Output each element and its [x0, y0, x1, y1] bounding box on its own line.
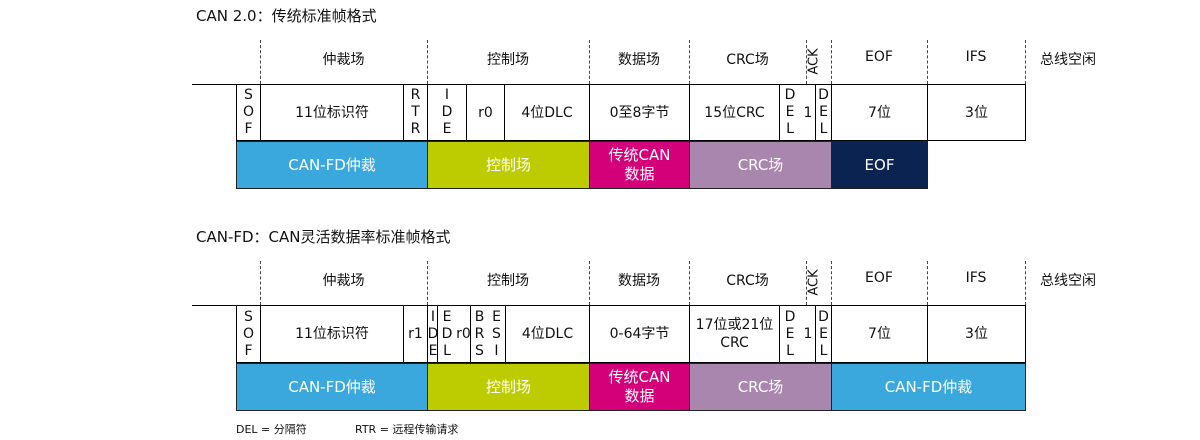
divider [260, 261, 261, 305]
divider [927, 40, 928, 84]
divider [806, 40, 807, 84]
field-r1: r1 [403, 305, 428, 363]
header-crc: CRC场 [726, 273, 769, 289]
field-r0: r0 [456, 305, 471, 363]
header-eof: EOF [865, 270, 893, 286]
header-control: 控制场 [487, 52, 529, 68]
header-ifs: IFS [965, 270, 987, 286]
header-ack: ACK [806, 48, 822, 75]
divider [427, 261, 428, 305]
field-eof: 7位 [831, 305, 928, 363]
field-data: 0-64字节 [589, 305, 690, 363]
legend-del: DEL = 分隔符 [236, 423, 307, 436]
field-sof: S O F [236, 305, 261, 363]
divider [831, 261, 832, 305]
idle-line [192, 84, 236, 85]
field-edl: E D L [437, 305, 457, 363]
header-data: 数据场 [618, 273, 660, 289]
field-rtr: R T R [403, 84, 428, 141]
header-control: 控制场 [487, 273, 529, 289]
header-data: 数据场 [618, 52, 660, 68]
canfd-title: CAN-FD：CAN灵活数据率标准帧格式 [196, 228, 451, 246]
field-crc: 15位CRC [689, 84, 780, 141]
bar-crc: CRC场 [689, 363, 832, 411]
divider [831, 40, 832, 84]
field-sof: S O F [236, 84, 261, 141]
divider [427, 40, 428, 84]
field-crc-del: D E L [779, 305, 801, 363]
bar-control: 控制场 [427, 363, 590, 411]
divider [589, 261, 590, 305]
field-dlc: 4位DLC [504, 84, 590, 141]
field-ide: I D E [427, 84, 467, 141]
bar-tail-arbitration: CAN-FD仲裁 [831, 363, 1026, 411]
idle-line [192, 305, 236, 306]
divider [260, 40, 261, 84]
field-ack-slot: 1 [800, 305, 816, 363]
field-identifier: 11位标识符 [260, 305, 404, 363]
legend-rtr: RTR = 远程传输请求 [355, 423, 459, 436]
field-r0: r0 [466, 84, 505, 141]
field-ide: I D E [427, 305, 438, 363]
header-arbitration: 仲裁场 [322, 52, 365, 68]
can20-title: CAN 2.0：传统标准帧格式 [196, 7, 377, 25]
field-ifs: 3位 [927, 84, 1026, 141]
bar-arbitration: CAN-FD仲裁 [236, 363, 428, 411]
header-ifs: IFS [965, 49, 987, 65]
bar-eof: EOF [831, 141, 928, 189]
bar-control: 控制场 [427, 141, 590, 189]
header-arbitration: 仲裁场 [322, 273, 365, 289]
field-ack-slot: 1 [800, 84, 816, 141]
field-ifs: 3位 [927, 305, 1026, 363]
field-identifier: 11位标识符 [260, 84, 404, 141]
header-ack: ACK [806, 269, 822, 296]
field-ack-del: D E L [815, 84, 832, 141]
header-eof: EOF [865, 49, 893, 65]
field-crc: 17位或21位 CRC [689, 305, 780, 363]
bar-data: 传统CAN 数据 [589, 363, 690, 411]
header-bus-idle: 总线空闲 [1040, 273, 1096, 289]
divider [689, 40, 690, 84]
field-esi: E S I [488, 305, 506, 363]
divider [927, 261, 928, 305]
divider [1025, 40, 1026, 84]
header-bus-idle: 总线空闲 [1040, 52, 1096, 68]
field-dlc: 4位DLC [505, 305, 590, 363]
field-data: 0至8字节 [589, 84, 690, 141]
divider [589, 40, 590, 84]
divider [806, 261, 807, 305]
header-crc: CRC场 [726, 52, 769, 68]
bar-crc: CRC场 [689, 141, 832, 189]
bar-arbitration: CAN-FD仲裁 [236, 141, 428, 189]
bar-data: 传统CAN 数据 [589, 141, 690, 189]
divider [689, 261, 690, 305]
field-eof: 7位 [831, 84, 928, 141]
divider [1025, 261, 1026, 305]
field-ack-del: D E L [815, 305, 832, 363]
field-brs: B R S [470, 305, 489, 363]
field-crc-del: D E L [779, 84, 801, 141]
